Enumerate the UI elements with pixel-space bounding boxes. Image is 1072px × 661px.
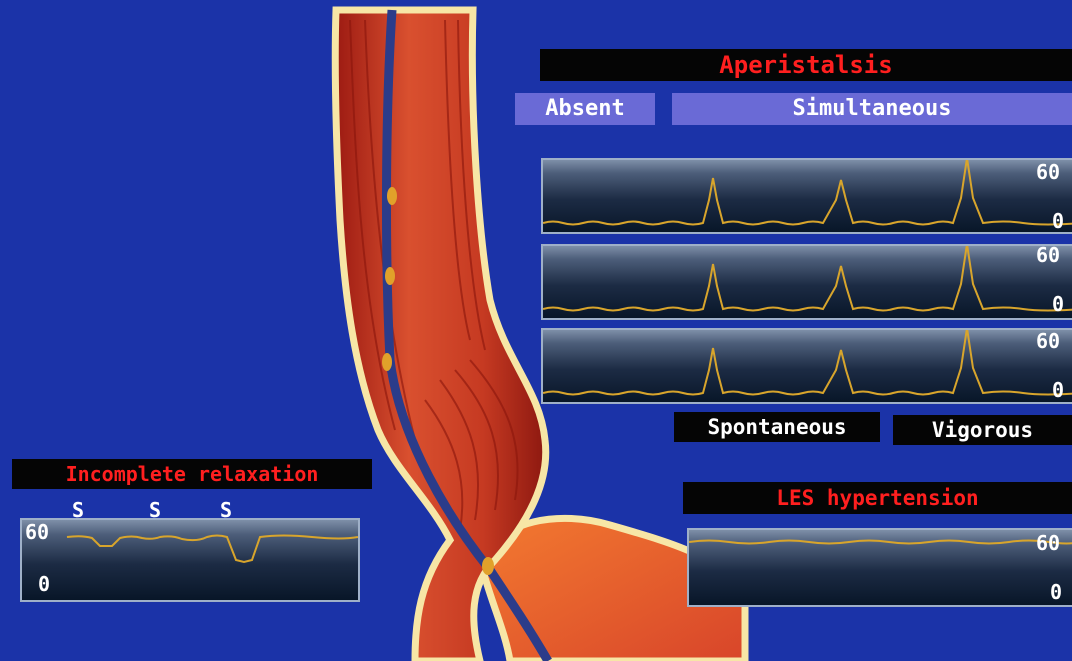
incomplete-relaxation-trace (20, 518, 360, 602)
scale-max-2: 60 (1036, 245, 1060, 265)
scale-max-3: 60 (1036, 331, 1060, 351)
swallow-marker-3: S (220, 500, 232, 520)
incomplete-relaxation-title: Incomplete relaxation (12, 459, 372, 489)
pressure-trace-2 (541, 244, 1072, 320)
les-scale-max: 60 (1036, 533, 1060, 553)
trace-waveform (22, 520, 358, 600)
scale-min-1: 0 (1052, 211, 1064, 231)
swallow-marker-2: S (149, 500, 161, 520)
relaxation-scale-min: 0 (38, 574, 50, 594)
spontaneous-tag: Spontaneous (674, 412, 880, 442)
les-hypertension-trace (687, 528, 1072, 607)
trace-waveform (543, 160, 1072, 232)
absent-tag: Absent (515, 93, 655, 125)
scale-max-1: 60 (1036, 162, 1060, 182)
aperistalsis-title: Aperistalsis (540, 49, 1072, 81)
relaxation-scale-max: 60 (25, 522, 49, 542)
trace-waveform (543, 330, 1072, 402)
simultaneous-tag: Simultaneous (672, 93, 1072, 125)
scale-min-2: 0 (1052, 294, 1064, 314)
les-scale-min: 0 (1050, 582, 1062, 602)
trace-waveform (689, 530, 1072, 605)
trace-waveform (543, 246, 1072, 318)
vigorous-tag: Vigorous (893, 415, 1072, 445)
pressure-trace-3 (541, 328, 1072, 404)
scale-min-3: 0 (1052, 380, 1064, 400)
les-hypertension-title: LES hypertension (683, 482, 1072, 514)
swallow-marker-1: S (72, 500, 84, 520)
pressure-trace-1 (541, 158, 1072, 234)
